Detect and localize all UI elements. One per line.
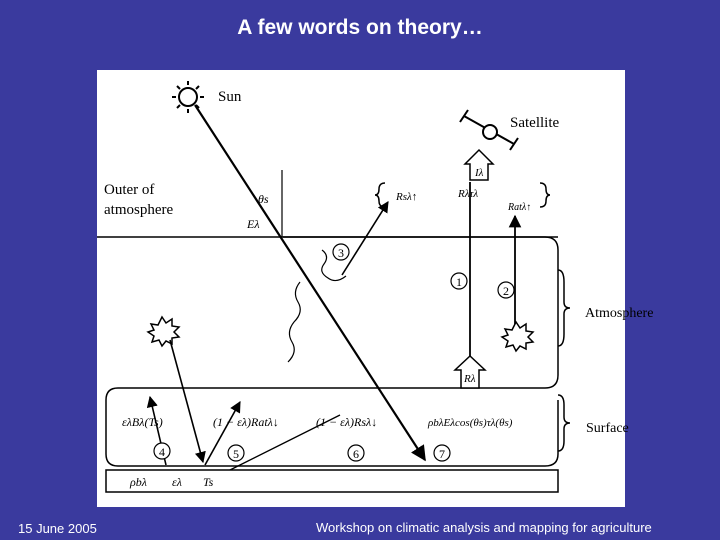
atmosphere-emitter-icon <box>500 320 535 353</box>
marker-5: 5 <box>227 444 245 462</box>
r-sl-up-symbol: Rsλ↑ <box>395 191 417 203</box>
outer-label-line2: atmosphere <box>104 202 173 218</box>
svg-text:3: 3 <box>338 246 344 260</box>
atmosphere-label: Atmosphere <box>585 306 653 321</box>
svg-text:7: 7 <box>439 447 445 461</box>
svg-text:2: 2 <box>503 284 509 298</box>
marker-6: 6 <box>347 444 365 462</box>
sun-icon <box>172 81 204 113</box>
top-brace-right <box>539 182 551 208</box>
path-3-arrow <box>341 201 389 276</box>
svg-text:4: 4 <box>159 445 165 459</box>
ground-strip <box>105 469 559 493</box>
path-5-arrow <box>204 401 241 466</box>
surface-brace <box>557 394 571 452</box>
direct-solar-ray <box>194 104 426 462</box>
sun-label: Sun <box>218 89 242 105</box>
r-lambda-arrow <box>453 354 487 389</box>
slide-title: A few words on theory… <box>237 16 483 39</box>
satellite-label: Satellite <box>510 115 559 131</box>
direct-formula: ρbλEλcos(θs)τλ(θs) <box>427 417 513 429</box>
footer-event: Workshop on climatic analysis and mappin… <box>316 520 652 535</box>
svg-text:5: 5 <box>233 447 239 461</box>
i-lambda-arrow <box>463 148 495 181</box>
surface-label: Surface <box>586 421 629 436</box>
svg-text:1: 1 <box>456 275 462 289</box>
emission-formula: ελBλ(Ts) <box>122 415 163 429</box>
atmosphere-brace <box>557 269 571 347</box>
i-lambda-symbol: Iλ <box>474 167 484 179</box>
atm-reflect-formula: (1 − ελ)Ratλ↓ <box>213 415 279 429</box>
ground-rho-symbol: ρbλ <box>129 475 147 489</box>
sky-emitter-icon <box>146 315 181 348</box>
r-lambda-symbol: Rλ <box>463 373 476 385</box>
scatter-wave <box>287 281 301 363</box>
sky-down-arrow <box>169 339 206 464</box>
e-lambda-symbol: Eλ <box>246 217 260 231</box>
marker-1: 1 <box>450 272 468 290</box>
top-brace-left <box>374 182 386 208</box>
path-6-line <box>225 414 341 473</box>
marker-2: 2 <box>497 281 515 299</box>
atmosphere-boundary <box>283 236 559 389</box>
svg-text:6: 6 <box>353 447 359 461</box>
theta-s-symbol: θs <box>258 192 269 206</box>
surface-boundary <box>105 387 559 467</box>
footer-date: 15 June 2005 <box>18 521 97 536</box>
ground-eps-symbol: ελ <box>172 475 182 489</box>
marker-4: 4 <box>153 442 171 460</box>
satellite-icon <box>459 109 519 151</box>
r-atl-up-symbol: Ratλ↑ <box>507 202 531 213</box>
marker-3: 3 <box>332 243 350 261</box>
diagram-panel <box>97 70 625 507</box>
outer-label-line1: Outer of <box>104 182 154 198</box>
path-3-wave <box>321 249 347 282</box>
sky-reflect-formula: (1 − ελ)Rsλ↓ <box>316 415 377 429</box>
r-tau-symbol: Rλτλ <box>457 188 478 200</box>
marker-7: 7 <box>433 444 451 462</box>
ground-ts-symbol: Ts <box>203 475 214 489</box>
